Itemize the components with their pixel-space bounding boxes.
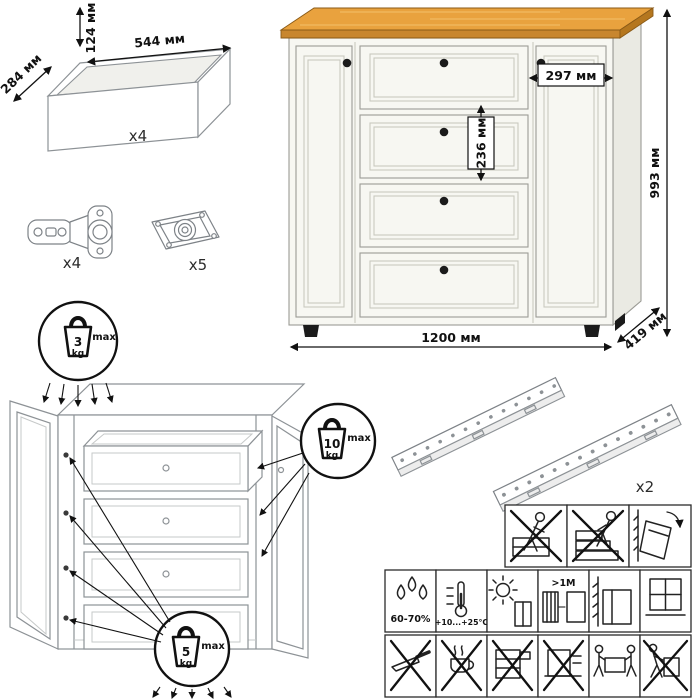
open-dresser-view: 3 kg max 10 kg max 5 bbox=[9, 300, 377, 700]
drawer-box-count: x4 bbox=[129, 127, 147, 145]
load-limit-drawer: 10 kg max bbox=[256, 402, 377, 557]
dim-door-width-label: 297 мм bbox=[546, 68, 597, 83]
open-drawer-3 bbox=[83, 551, 249, 598]
drawer-knob bbox=[439, 196, 449, 206]
drawer-knob bbox=[439, 127, 449, 137]
grid-cell bbox=[588, 634, 641, 698]
load-limit-top: 3 kg max bbox=[37, 300, 119, 408]
no-moving-loaded-icon bbox=[495, 649, 531, 679]
load-limit-shelf: 5 kg max bbox=[68, 457, 232, 700]
load-drawer-unit: kg bbox=[326, 451, 338, 461]
dim-drawer-height: 124 мм bbox=[75, 3, 98, 54]
dim-cabinet-depth-label: 419 мм bbox=[621, 308, 670, 352]
door-knob bbox=[342, 58, 352, 68]
open-drawer-2 bbox=[83, 498, 249, 545]
humidity-icon bbox=[396, 576, 428, 600]
open-right-door bbox=[271, 414, 309, 659]
hinge-count: x4 bbox=[63, 254, 81, 272]
dim-drawer-front-height: 236 мм bbox=[467, 104, 495, 182]
open-drawer-1 bbox=[82, 429, 264, 493]
dresser-front-view: 297 мм 236 мм 993 мм 1200 мм 419 мм bbox=[279, 7, 672, 353]
dresser-wood-top bbox=[279, 7, 655, 39]
ventilation-window-icon bbox=[645, 578, 686, 616]
plate-count: x5 bbox=[189, 256, 207, 274]
dim-drawer-depth: 284 мм bbox=[0, 51, 52, 102]
dresser-foot-left bbox=[303, 325, 319, 337]
dresser-drawer-4 bbox=[359, 252, 529, 318]
heat-distance-value: >1M bbox=[551, 578, 575, 589]
slide-count: x2 bbox=[636, 478, 654, 496]
drawer-knob bbox=[439, 265, 449, 275]
grid-cell bbox=[435, 569, 488, 633]
drawer-box-diagram: x4 124 мм 544 мм 284 мм bbox=[0, 3, 232, 152]
dresser-side-panel bbox=[612, 15, 642, 327]
dim-drawer-height-label: 124 мм bbox=[83, 3, 98, 54]
dresser-drawer-1 bbox=[359, 45, 529, 110]
drawer-knob bbox=[162, 570, 170, 578]
wood-grain bbox=[300, 11, 625, 26]
grid-cell bbox=[588, 569, 641, 633]
dresser-right-door bbox=[535, 45, 607, 318]
load-shelf-unit: kg bbox=[180, 659, 192, 669]
load-top-value: 3 bbox=[74, 335, 82, 349]
dim-drawer-width-label: 544 мм bbox=[133, 31, 185, 51]
dresser-drawer-3 bbox=[359, 183, 529, 248]
dim-drawer-front-height-label: 236 мм bbox=[474, 118, 489, 169]
temperature-value: +10...+25°C bbox=[435, 618, 489, 627]
load-top-max: max bbox=[92, 332, 116, 343]
door-knob bbox=[277, 466, 285, 474]
wall-placement-icon bbox=[592, 576, 632, 627]
open-left-door bbox=[9, 400, 59, 650]
mount-plate-diagram bbox=[151, 210, 220, 250]
load-drawer-max: max bbox=[347, 433, 371, 444]
grid-cell bbox=[628, 504, 692, 568]
open-dresser-top bbox=[56, 383, 306, 416]
load-drawer-value: 10 bbox=[324, 437, 341, 451]
load-shelf-max: max bbox=[201, 641, 225, 652]
slide-rail-2 bbox=[492, 403, 682, 513]
no-dragging-icon bbox=[544, 649, 582, 677]
dim-door-width: 297 мм bbox=[528, 63, 614, 87]
temperature-icon bbox=[446, 581, 468, 618]
dim-cabinet-width-label: 1200 мм bbox=[421, 330, 481, 345]
dim-drawer-width: 544 мм bbox=[86, 31, 232, 66]
dim-drawer-depth-label: 284 мм bbox=[0, 51, 44, 97]
carry-together-icon bbox=[593, 644, 637, 677]
load-top-unit: kg bbox=[72, 349, 84, 359]
dresser-drawer-2 bbox=[359, 114, 529, 179]
load-shelf-value: 5 bbox=[182, 645, 190, 659]
sun-protection-icon bbox=[488, 575, 532, 627]
no-hot-items-icon bbox=[450, 645, 475, 673]
no-sitting-icon bbox=[512, 511, 550, 557]
drawer-slides-diagram: x2 bbox=[391, 376, 682, 513]
drawer-knob bbox=[162, 517, 170, 525]
dim-cabinet-height-label: 993 мм bbox=[647, 148, 662, 199]
slide-rail-1 bbox=[391, 376, 566, 478]
anchor-to-wall-icon bbox=[633, 509, 684, 562]
heat-distance-icon bbox=[542, 591, 586, 623]
drawer-knob bbox=[439, 58, 449, 68]
dim-cabinet-height: 993 мм bbox=[647, 8, 672, 338]
dim-cabinet-width: 1200 мм bbox=[289, 330, 613, 352]
dresser-left-door bbox=[295, 45, 353, 318]
drawer-knob bbox=[162, 464, 170, 472]
dresser-foot-right bbox=[584, 325, 600, 337]
humidity-value: 60-70% bbox=[391, 614, 431, 625]
hinge-diagram bbox=[27, 205, 113, 259]
care-icons-grid: 60-70% +10...+25°C >1M bbox=[384, 504, 692, 698]
